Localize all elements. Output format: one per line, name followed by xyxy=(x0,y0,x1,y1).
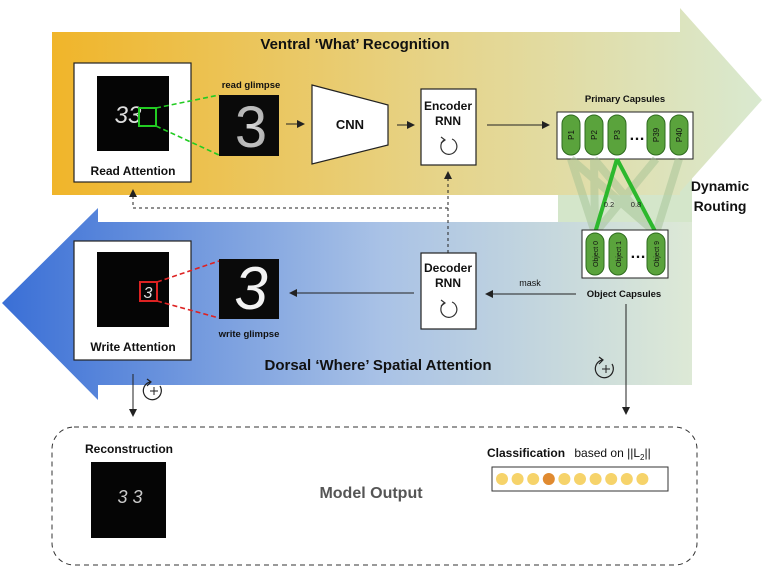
object-capsule-label: Object 9 xyxy=(654,241,661,267)
classification-dot xyxy=(511,473,524,485)
classification-dot xyxy=(589,473,602,485)
recurrent-loop-icon xyxy=(440,136,458,155)
primary-capsule-p1: P1 xyxy=(561,114,581,156)
routing-strong-connections xyxy=(593,158,658,234)
read-attention-panel: 33 Read Attention xyxy=(73,62,192,183)
classification-label: Classification based on ||L2|| xyxy=(487,446,651,462)
classification-dot xyxy=(636,473,649,485)
plus-cycle-icon xyxy=(594,356,614,379)
primary-capsule-label: P39 xyxy=(652,127,661,142)
classification-dot xyxy=(558,473,571,485)
model-output-title: Model Output xyxy=(319,485,423,502)
plus-cycle-icon xyxy=(142,378,162,401)
classification-dot xyxy=(620,473,633,485)
cnn-block: CNN xyxy=(311,84,389,165)
dynamic-routing-line1: Dynamic xyxy=(691,178,750,194)
object-capsules-ellipsis: … xyxy=(630,245,646,262)
encoder-line1: Encoder xyxy=(424,99,472,113)
primary-capsule-label: P40 xyxy=(675,127,684,142)
encoder-line2: RNN xyxy=(435,114,461,128)
decoder-rnn: Decoder RNN xyxy=(420,252,477,330)
classification-basis: based on ||L xyxy=(574,446,640,460)
primary-capsules-ellipsis: … xyxy=(629,127,645,144)
dynamic-routing-line2: Routing xyxy=(694,198,747,214)
cnn-label: CNN xyxy=(336,117,364,132)
reconstruction-label: Reconstruction xyxy=(85,442,173,456)
write-canvas-digit: 3 xyxy=(144,285,153,302)
dorsal-title: Dorsal ‘Where’ Spatial Attention xyxy=(265,357,492,374)
primary-capsule-p39: P39 xyxy=(646,114,666,156)
primary-capsule-p3: P3 xyxy=(607,114,627,156)
object-capsule-label: Object 1 xyxy=(616,241,623,267)
write-glimpse-digit: 3 xyxy=(234,255,267,322)
decoder-line2: RNN xyxy=(435,276,461,290)
object-capsule-label: Object 0 xyxy=(593,241,600,267)
object-capsules: Object 0 Object 1 … Object 9 xyxy=(585,232,666,276)
primary-capsule-p40: P40 xyxy=(669,114,689,156)
reconstruction-image xyxy=(91,462,166,538)
routing-connections xyxy=(567,155,683,237)
object-capsule-0: Object 0 xyxy=(585,232,605,276)
classification-subscript: 2 xyxy=(640,453,645,462)
primary-capsule-p2: P2 xyxy=(584,114,604,156)
recurrent-loop-icon xyxy=(440,299,458,318)
classification-close: || xyxy=(644,446,650,460)
decoder-line1: Decoder xyxy=(424,261,472,275)
read-attention-label: Read Attention xyxy=(91,164,176,178)
classification-title: Classification xyxy=(487,446,565,460)
write-glimpse-image xyxy=(219,259,279,319)
write-canvas-image xyxy=(97,252,169,327)
mask-label: mask xyxy=(519,278,541,288)
write-attention-panel: 3 Write Attention xyxy=(73,240,192,361)
write-attention-label: Write Attention xyxy=(90,340,175,354)
write-zoom-line-top xyxy=(156,260,220,283)
classification-dot xyxy=(574,473,586,485)
primary-capsule-label: P2 xyxy=(590,130,599,140)
primary-capsule-label: P3 xyxy=(613,130,622,140)
model-output-panel xyxy=(51,426,698,566)
classification-dot xyxy=(496,473,508,485)
encoder-rnn: Encoder RNN xyxy=(420,88,477,166)
read-input-digits: 33 xyxy=(115,102,142,129)
read-glimpse-label: read glimpse xyxy=(222,80,281,91)
read-attention-box xyxy=(138,107,157,127)
read-zoom-line-bottom xyxy=(155,125,220,156)
object-capsule-9: Object 9 xyxy=(646,232,666,276)
classification-dots xyxy=(496,473,649,485)
primary-capsules: P1 P2 P3 … P39 P40 xyxy=(561,114,689,156)
classification-dot xyxy=(605,473,618,485)
classification-dot-selected xyxy=(542,473,555,485)
classification-dot xyxy=(527,473,540,485)
primary-capsule-label: P1 xyxy=(567,130,576,140)
read-glimpse-image xyxy=(219,95,279,156)
write-zoom-line-bottom xyxy=(156,300,220,319)
routing-weight-1: 0.8 xyxy=(631,200,641,209)
write-attention-box xyxy=(139,281,158,302)
reconstruction-digits: 3 3 xyxy=(117,487,142,507)
routing-weight-0: 0.2 xyxy=(604,200,614,209)
primary-capsules-title: Primary Capsules xyxy=(585,94,665,105)
read-zoom-line-top xyxy=(155,94,220,109)
dashed-feedback-to-read xyxy=(129,189,448,209)
object-capsules-title: Object Capsules xyxy=(587,289,661,300)
write-glimpse-label: write glimpse xyxy=(218,329,280,340)
object-capsule-1: Object 1 xyxy=(608,232,628,276)
read-glimpse-digit: 3 xyxy=(235,95,267,160)
ventral-title: Ventral ‘What’ Recognition xyxy=(260,36,449,53)
